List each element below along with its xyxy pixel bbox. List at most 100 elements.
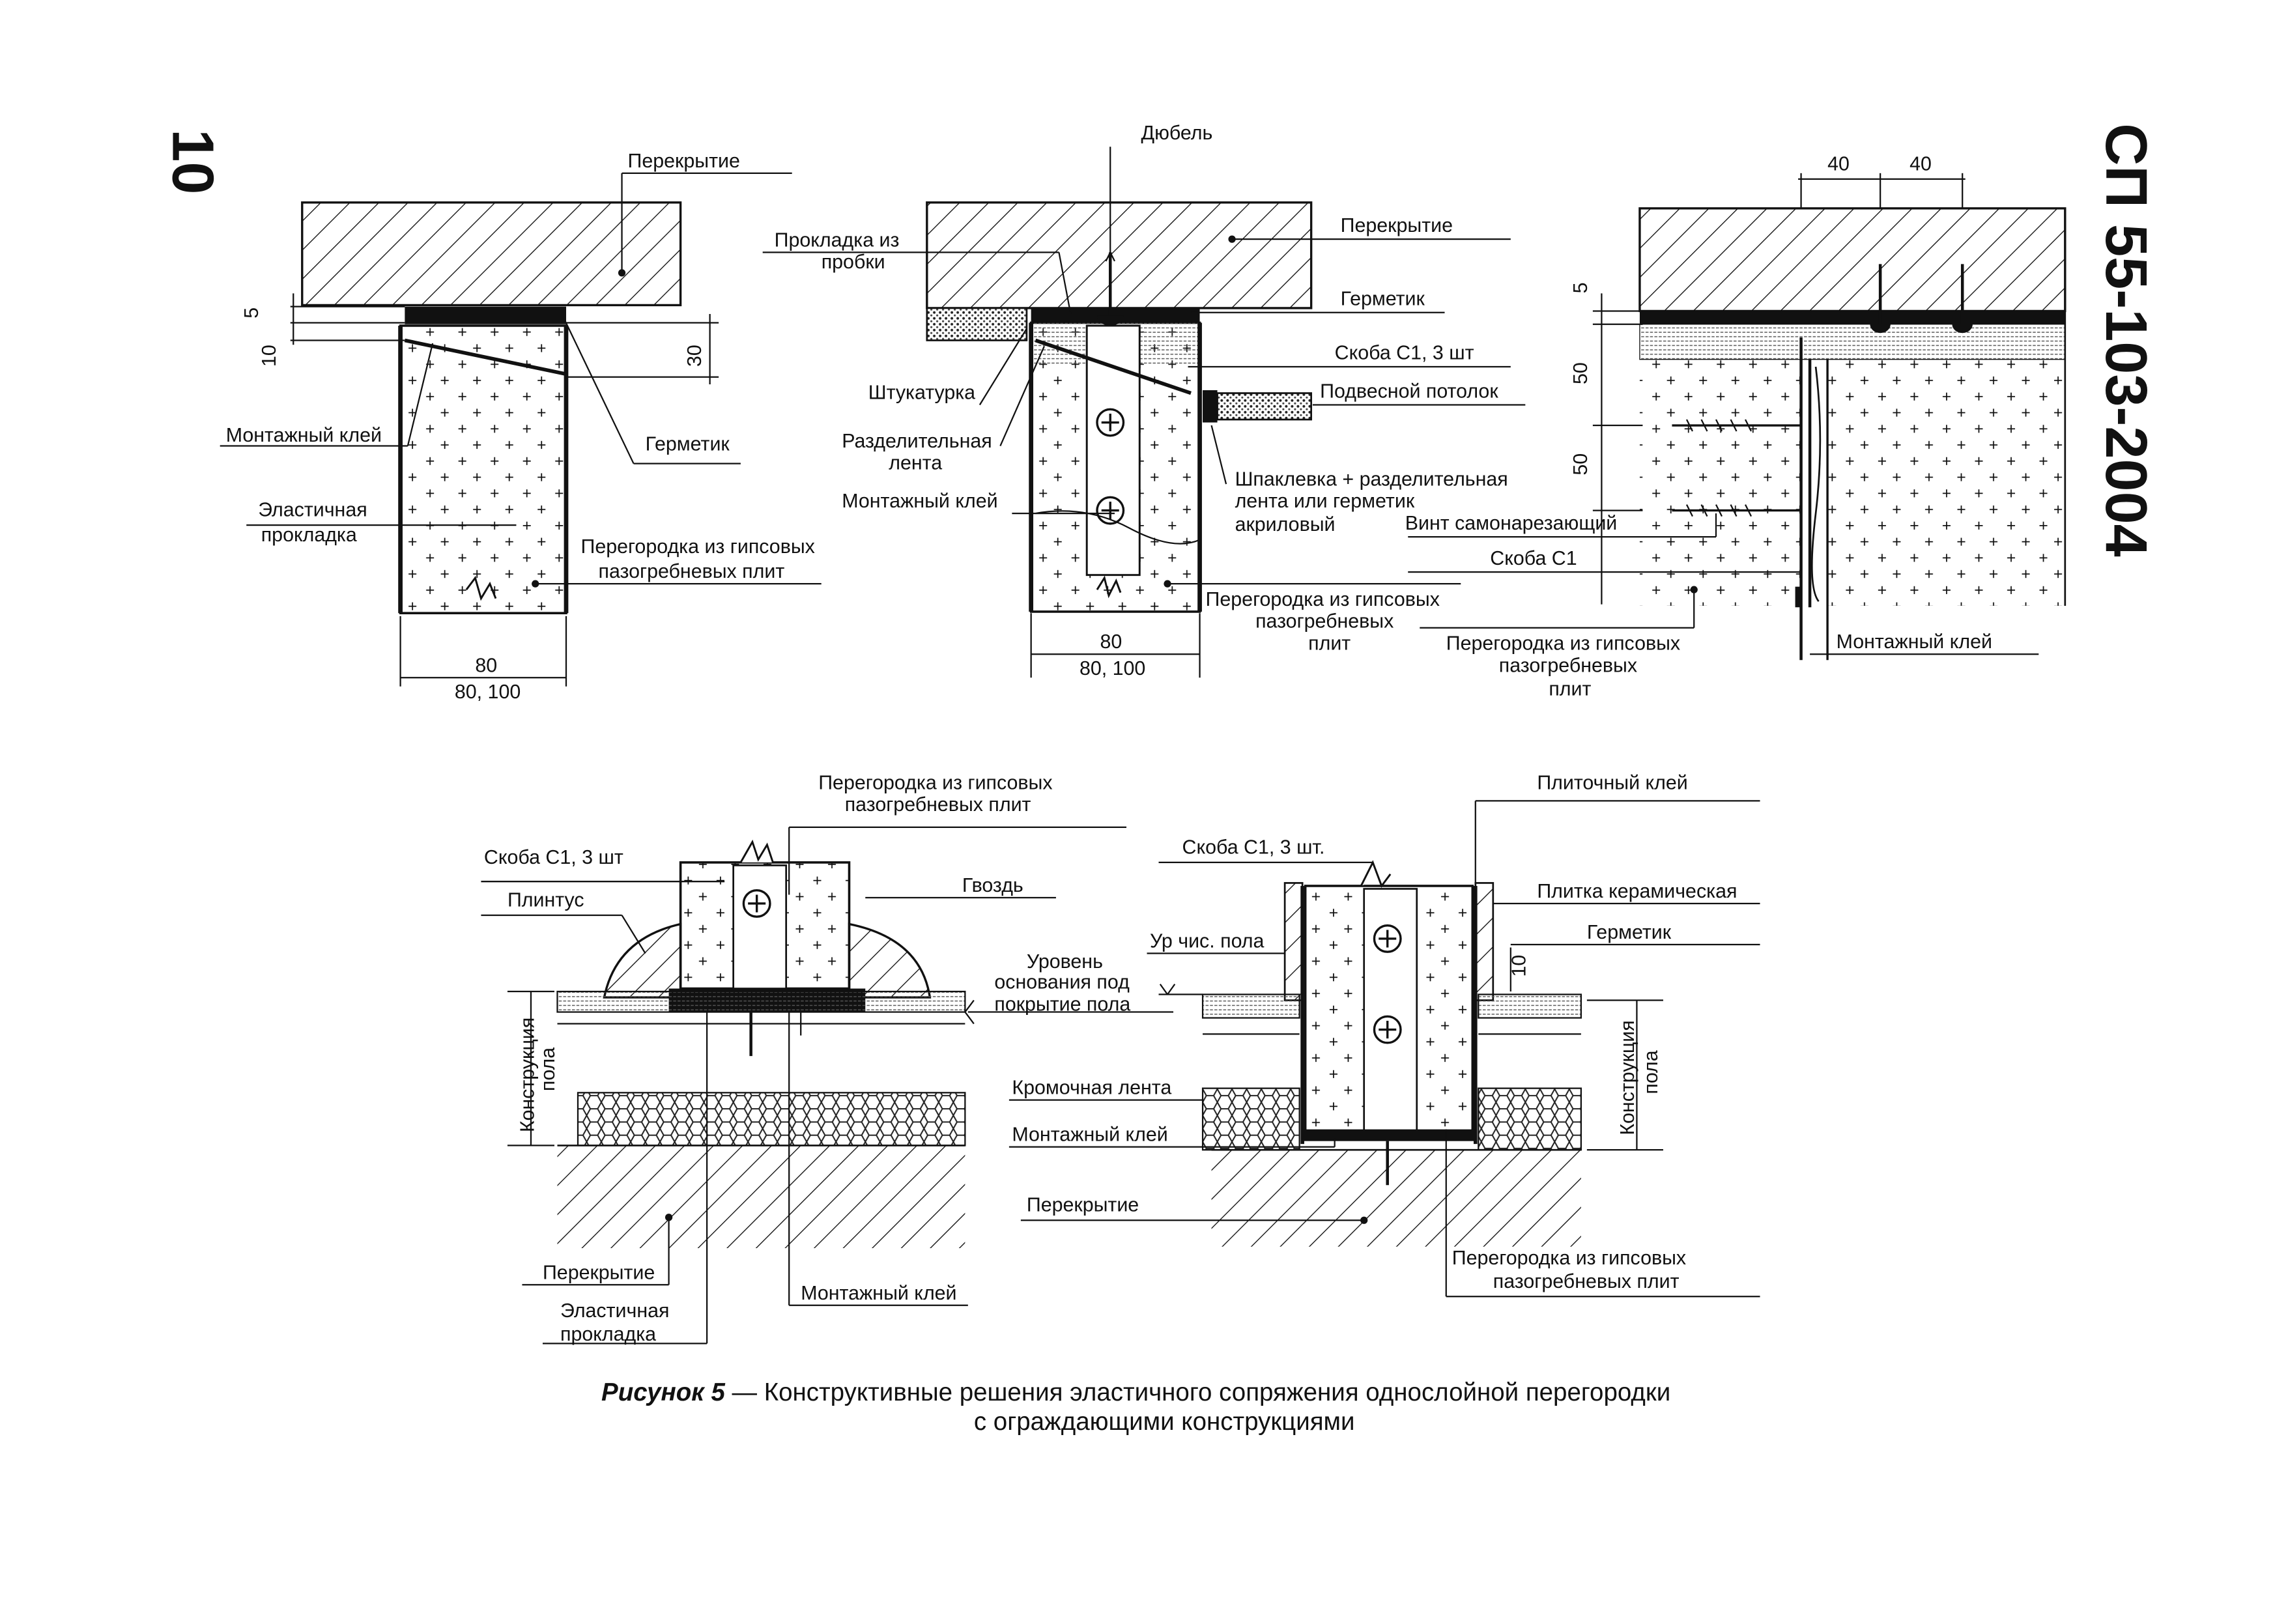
label-germetik: Герметик: [1341, 287, 1425, 309]
label-plitochny: Плиточный клей: [1537, 771, 1687, 793]
slab: [301, 201, 682, 307]
label-perekrytie: Перекрытие: [628, 150, 740, 172]
dim-80: 80: [1100, 631, 1122, 653]
label-skoba: Скоба С1, 3 шт: [1335, 342, 1474, 364]
label-peregorodka-2: пазогребневых плит: [1493, 1270, 1680, 1292]
partition: [399, 324, 567, 615]
floor-slab: [557, 1145, 965, 1249]
label-peregorodka-2: пазогребневых плит: [599, 560, 785, 582]
label-gvozd: Гвоздь: [962, 874, 1023, 896]
label-prokladka-2: пробки: [822, 251, 885, 273]
label-peregorodka-1: Перегородка из гипсовых: [1446, 632, 1680, 654]
dim-10: 10: [258, 345, 280, 367]
label-montazh-klei: Монтажный клей: [842, 490, 997, 512]
floor-insulation: [577, 1092, 966, 1147]
label-podvesnoi: Подвесной потолок: [1320, 380, 1498, 402]
label-peregorodka-1: Перегородка из гипсовых: [1452, 1247, 1686, 1269]
label-peregorodka-2: пазогребневых: [1499, 654, 1637, 676]
figure-caption: Рисунок 5 — Конструктивные решения эласт…: [601, 1378, 1670, 1436]
label-shtukaturka: Штукатурка: [868, 382, 975, 404]
diagram-floor-joint-2: 10 Конструкция пола Плиточный клей Скоба…: [1008, 771, 1760, 1298]
label-uroven-3: покрытие пола: [994, 993, 1130, 1015]
label-peregorodka-3: плит: [1549, 677, 1591, 700]
label-germetik: Герметик: [646, 433, 730, 455]
label-konstrukciya-1: Конструкция: [1616, 1020, 1638, 1135]
label-peregorodka-2: пазогребневых плит: [845, 793, 1031, 816]
label-skoba: Скоба С1, 3 шт: [484, 846, 623, 868]
label-uroven-1: Уровень: [1027, 950, 1103, 973]
dim-30: 30: [683, 345, 706, 367]
dim-80-100: 80, 100: [455, 681, 521, 703]
label-peregorodka-1: Перегородка из гипсовых: [1206, 588, 1440, 610]
label-perekrytie: Перекрытие: [543, 1261, 655, 1283]
slab: [1638, 207, 2066, 313]
dim-40-b: 40: [1909, 152, 1932, 175]
cork-pad: [926, 307, 1028, 341]
label-dubel: Дюбель: [1141, 122, 1212, 144]
label-shpaklevka-2: лента или герметик: [1235, 490, 1415, 512]
label-montazh-klei: Монтажный клей: [801, 1282, 956, 1304]
diagram-ceiling-joint-1: 5 10 30 80 80, 100 Перекрытие Монтажный …: [220, 150, 822, 703]
label-montazh-klei: Монтажный клей: [1012, 1124, 1167, 1146]
tile-left: [1283, 882, 1304, 1001]
label-ur-chis-pola: Ур чис. пола: [1150, 930, 1265, 952]
label-razdel-1: Разделительная: [842, 430, 992, 452]
label-shpaklevka-1: Шпаклевка + разделительная: [1235, 468, 1508, 490]
svg-text:Рисунок 5 — Конструктивные реш: Рисунок 5 — Конструктивные решения эласт…: [601, 1378, 1670, 1406]
caption-line-1: — Конструктивные решения эластичного соп…: [725, 1378, 1670, 1406]
wall-right: [1827, 359, 2065, 606]
label-peregorodka-1: Перегородка из гипсовых: [581, 535, 815, 558]
dim-5: 5: [1569, 283, 1592, 294]
label-shpaklevka-3: акриловый: [1235, 513, 1336, 535]
label-elastichnaya-1: Эластичная: [560, 1300, 669, 1322]
svg-text:СП 55-103-2004: СП 55-103-2004: [2093, 123, 2159, 556]
label-plintus: Плинтус: [508, 889, 584, 911]
sealant-strip: [405, 306, 566, 324]
label-plitka: Плитка керамическая: [1537, 880, 1737, 902]
dim-50-b: 50: [1569, 453, 1592, 476]
label-skoba: Скоба С1: [1490, 547, 1577, 569]
label-uroven-2: основания под: [994, 971, 1130, 993]
label-peregorodka-2: пазогребневых: [1255, 610, 1394, 633]
caption-prefix: Рисунок 5: [601, 1378, 725, 1406]
label-germetik: Герметик: [1587, 921, 1672, 943]
diagram-floor-joint-1: Конструкция пола Перегородка из гипсовых…: [481, 771, 1174, 1345]
label-elastichnaya-1: Эластичная: [258, 499, 367, 521]
label-elastichnaya-2: прокладка: [261, 524, 357, 546]
label-perekrytie: Перекрытие: [1027, 1194, 1139, 1216]
ceiling-panel: [1216, 392, 1312, 421]
dim-80: 80: [475, 654, 497, 676]
label-montazh-klei: Монтажный клей: [1837, 631, 1992, 653]
label-konstrukciya-2: пола: [1640, 1050, 1662, 1094]
page-number: 10: [160, 129, 226, 194]
plinth-left: [603, 922, 682, 999]
label-konstrukciya-1: Конструкция: [516, 1018, 538, 1132]
dim-10: 10: [1508, 955, 1530, 977]
plinth-right: [848, 922, 932, 999]
label-peregorodka-3: плит: [1308, 632, 1351, 654]
diagram-wall-joint: 40 40 5 50 50 Винт самонарезающий Скоба …: [1405, 152, 2066, 700]
label-montazh-klei: Монтажный клей: [226, 424, 382, 446]
label-elastichnaya-2: прокладка: [560, 1323, 656, 1345]
dim-40-a: 40: [1827, 152, 1850, 175]
document-code: СП 55-103-2004: [2093, 123, 2159, 556]
insulation-right: [1478, 1087, 1582, 1151]
caption-line-2: с ограждающими конструкциями: [974, 1408, 1355, 1436]
label-razdel-2: лента: [889, 452, 942, 474]
dim-50-a: 50: [1569, 362, 1592, 384]
label-vint: Винт самонарезающий: [1405, 512, 1618, 534]
label-peregorodka-1: Перегородка из гипсовых: [818, 771, 1052, 793]
label-kromochnaya: Кромочная лента: [1012, 1077, 1171, 1099]
slab: [926, 201, 1313, 309]
dim-80-100: 80, 100: [1080, 657, 1145, 679]
label-prokladka-1: Прокладка из: [775, 229, 900, 251]
floor-slab: [1211, 1150, 1581, 1247]
tile-right: [1474, 882, 1494, 1001]
partition-left: [1639, 359, 1801, 606]
dim-5: 5: [240, 307, 263, 319]
label-konstrukciya-2: пола: [537, 1047, 559, 1091]
label-perekrytie: Перекрытие: [1341, 214, 1453, 236]
diagram-ceiling-joint-2: 80 80, 100 Дюбель Прокладка из пробки Пе…: [762, 122, 1526, 679]
